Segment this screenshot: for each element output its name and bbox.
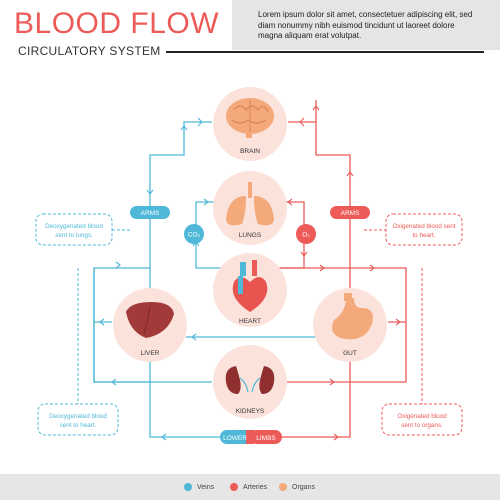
pill-arms-left-label: ARMS xyxy=(141,210,160,217)
pill-limbs xyxy=(250,430,282,444)
note-box-deox-heart xyxy=(37,403,119,436)
artery-outer-right xyxy=(278,267,407,383)
label-brain: BRAIN xyxy=(240,148,260,155)
pill-lower xyxy=(220,430,252,444)
artery-brain-loop xyxy=(288,121,351,268)
vein-brain-loop xyxy=(149,121,212,268)
pill-lower-label: LOWER xyxy=(223,435,247,442)
legend-organs: Organs xyxy=(279,483,315,491)
o2-badge xyxy=(296,224,316,244)
note-deox-lungs-line1: Deoxygenated blood xyxy=(45,223,103,230)
organ-lungs: LUNGS xyxy=(213,171,287,245)
kidneys-icon xyxy=(225,366,275,394)
note-box-ox-organs xyxy=(381,403,463,436)
note-deox-heart-line1: Deoxygenated blood xyxy=(49,413,107,420)
legend-arteries: Arteries xyxy=(230,483,267,491)
artery-paths xyxy=(278,100,407,438)
organ-liver: LIVER xyxy=(113,288,187,362)
liver-icon xyxy=(126,302,174,338)
legend-veins-dot xyxy=(184,483,192,491)
vein-co2 xyxy=(195,236,222,269)
organ-kidneys: KIDNEYS xyxy=(213,345,287,419)
legend-veins-label: Veins xyxy=(197,483,215,491)
organ-heart: HEART xyxy=(213,253,287,327)
co2-badge xyxy=(184,224,204,244)
note-box-deox-lungs xyxy=(35,213,113,246)
label-kidneys: KIDNEYS xyxy=(236,408,265,415)
header-divider xyxy=(166,51,484,53)
legend-veins: Veins xyxy=(184,483,214,491)
intro-text: Lorem ipsum dolor sit amet, consectetuer… xyxy=(258,10,473,40)
heart-icon xyxy=(232,260,268,312)
artery-o2 xyxy=(278,236,305,269)
note-ox-organs-line2: sent to organs. xyxy=(401,422,443,429)
note-ox-organs-line1: Oxigenated blood xyxy=(397,413,447,420)
note-deox-lungs-line2: sent to lungs. xyxy=(55,232,93,239)
legend-organs-dot xyxy=(279,483,287,491)
pill-arms-left xyxy=(130,206,170,219)
note-ox-heart-line2: to heart. xyxy=(412,232,435,239)
legend-organs-label: Organs xyxy=(292,483,315,491)
pill-arms-right-label: ARMS xyxy=(341,210,360,217)
label-liver: LIVER xyxy=(141,350,160,357)
vein-paths xyxy=(93,121,316,438)
artery-lower-right xyxy=(278,380,351,438)
legend-bar xyxy=(0,474,500,500)
artery-arrows xyxy=(287,105,401,441)
note-box-ox-heart xyxy=(385,213,463,246)
co2-label: CO₂ xyxy=(188,232,201,239)
organ-gut: GUT xyxy=(313,288,387,362)
pill-arms-right xyxy=(330,206,370,219)
note-deox-heart-line2: sent to heart. xyxy=(60,422,97,429)
lungs-icon xyxy=(226,182,274,226)
label-gut: GUT xyxy=(343,350,357,357)
page-subtitle: CIRCULATORY SYSTEM xyxy=(18,44,161,58)
legend-arteries-label: Arteries xyxy=(243,483,268,491)
vein-arrows xyxy=(99,117,209,441)
label-heart: HEART xyxy=(239,318,261,325)
note-ox-heart-line1: Oxigenated blood sent xyxy=(392,223,455,230)
label-lungs: LUNGS xyxy=(239,232,262,239)
page-title: BLOOD FLOW xyxy=(14,7,220,40)
vein-lower-left xyxy=(149,380,222,438)
stomach-icon xyxy=(332,293,373,340)
intro-box xyxy=(232,0,500,50)
legend-arteries-dot xyxy=(230,483,238,491)
o2-label: O₂ xyxy=(302,232,310,239)
pill-limbs-label: LIMBS xyxy=(256,435,276,442)
brain-icon xyxy=(226,98,274,138)
organ-brain: BRAIN xyxy=(213,87,287,161)
